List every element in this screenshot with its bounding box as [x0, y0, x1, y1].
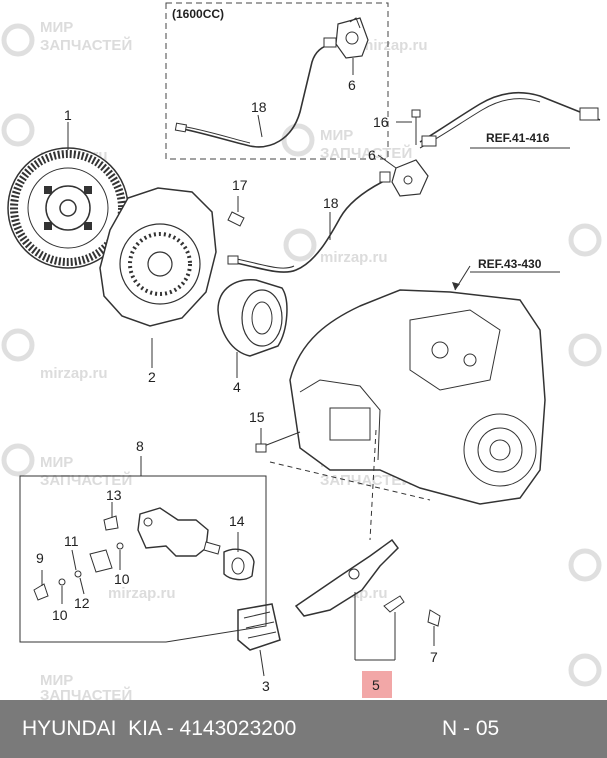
callout-10: 10 [114, 571, 130, 587]
callout-8: 8 [136, 438, 144, 454]
clutch-disc [7, 122, 129, 269]
part-number-caption: HYUNDAI KIA - 4143023200 [22, 717, 297, 740]
callout-10: 10 [52, 607, 68, 623]
release-bearing [217, 279, 288, 378]
watermark-text: ЗАПЧАСТЕЙ [40, 36, 132, 54]
callout-14: 14 [229, 513, 245, 529]
watermark-text: МИР [320, 127, 353, 144]
footer-bar: HYUNDAI KIA - 4143023200 N - 05 [0, 700, 607, 758]
clutch-parts-diagram: МИР ЗАПЧАСТЕЙ mirzap.ru mirzap.ru МИР ЗА… [1, 2, 602, 700]
callout-6: 6 [348, 77, 356, 93]
watermark-url: mirzap.ru [360, 37, 428, 54]
callout-9: 9 [36, 550, 44, 566]
callout-16: 16 [373, 114, 389, 130]
watermark: МИР ЗАПЧАСТЕЙ mirzap.ru mirzap.ru МИР ЗА… [1, 19, 602, 700]
clutch-hose [227, 171, 391, 273]
callout-3: 3 [262, 678, 270, 694]
ref-label: REF.43-430 [478, 257, 542, 271]
variant-label: (1600CC) [172, 7, 224, 21]
callout-4: 4 [233, 379, 241, 395]
callout-11: 11 [64, 533, 79, 549]
callout-6: 6 [368, 147, 376, 163]
cylinder-kit-box [19, 456, 267, 643]
pressure-plate [99, 187, 217, 368]
watermark-text: МИР [40, 672, 73, 689]
boot [237, 603, 281, 677]
watermark-url: mirzap.ru [320, 249, 388, 266]
watermark-text: МИР [40, 454, 73, 471]
watermark-url: mirzap.ru [108, 585, 176, 602]
transaxle-housing [263, 265, 560, 505]
watermark-url: mirzap.ru [40, 365, 108, 382]
callout-12: 12 [74, 595, 90, 611]
watermark-text: ЗАПЧАСТЕЙ [320, 471, 412, 489]
callouts: 1 2 3 4 5 6 6 7 8 9 10 10 11 12 13 14 15… [36, 77, 438, 694]
callout-1: 1 [64, 107, 72, 123]
callout-18: 18 [323, 195, 339, 211]
bolt-17 [227, 196, 245, 227]
watermark-text: МИР [40, 19, 73, 36]
diagram-index: N - 05 [442, 717, 500, 740]
variant-inset: (1600CC) [165, 2, 389, 160]
release-fork [294, 538, 441, 661]
bolt-15 [255, 428, 267, 453]
callout-2: 2 [148, 369, 156, 385]
highlight-marker [362, 671, 392, 698]
callout-5: 5 [372, 677, 380, 693]
watermark-text: ЗАПЧАСТЕЙ [320, 144, 412, 162]
callout-7: 7 [430, 649, 438, 665]
callout-15: 15 [249, 409, 265, 425]
ref-label: REF.41-416 [486, 131, 550, 145]
hose-bracket [377, 91, 601, 197]
callout-13: 13 [106, 487, 122, 503]
callout-17: 17 [232, 177, 248, 193]
watermark-text: ЗАПЧАСТЕЙ [40, 686, 132, 700]
callout-18: 18 [251, 99, 267, 115]
